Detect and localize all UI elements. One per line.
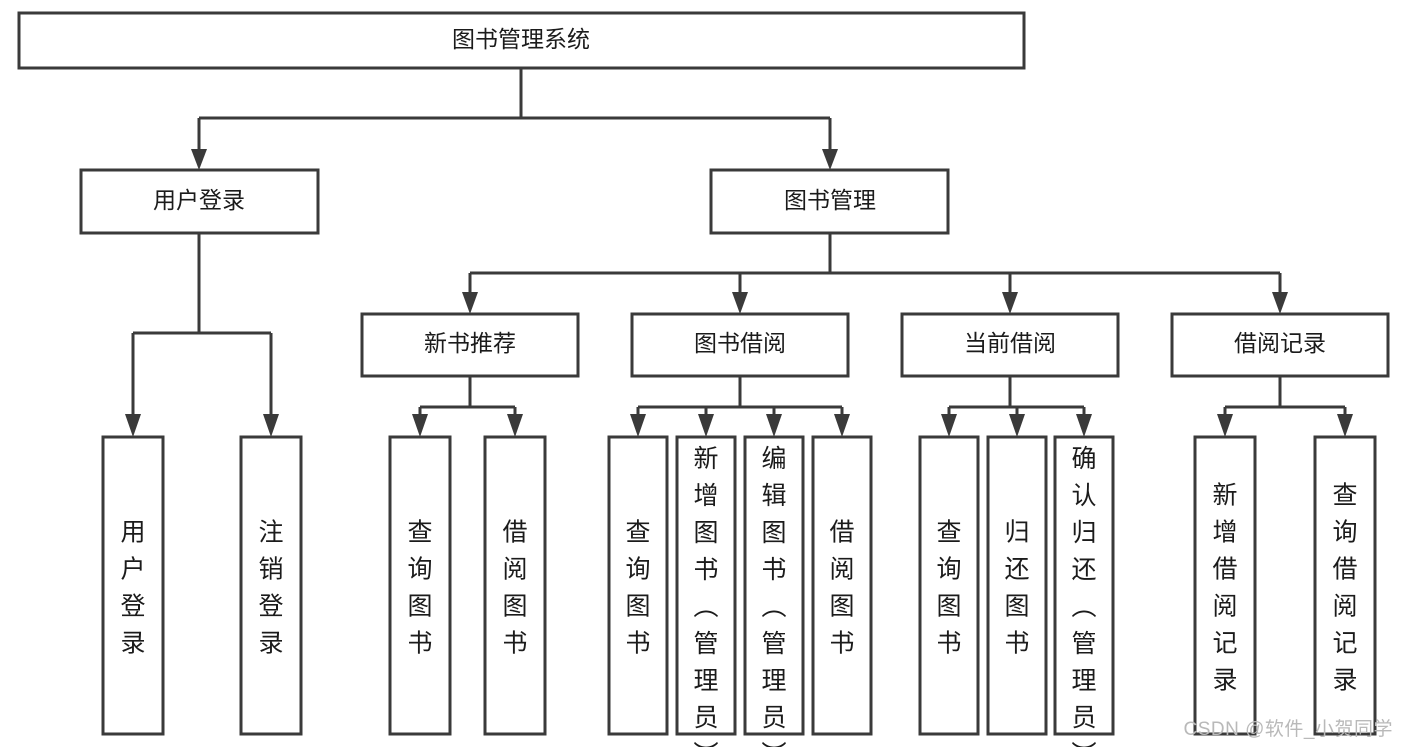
- node-root-rect[interactable]: [17, 11, 1026, 70]
- node-user-login-label: 用户登录: [153, 187, 245, 213]
- leaf-add-book-label: 新增图书︵管理员︶: [693, 445, 718, 747]
- connector-group-book-borrow: [630, 376, 850, 437]
- arrow-head-leaf-query-book-rec: [412, 414, 428, 437]
- arrow-head-new-book-rec: [462, 292, 478, 314]
- leaf-edit-book[interactable]: 编辑图书︵管理员︶: [743, 435, 805, 747]
- leaf-query-book-cur-rect[interactable]: [918, 435, 980, 736]
- leaf-query-book-rec[interactable]: 查询图书: [388, 435, 452, 736]
- leaf-query-book-rec-rect[interactable]: [388, 435, 452, 736]
- arrow-head-leaf-user-login: [125, 414, 141, 437]
- leaf-confirm-return-rect[interactable]: [1053, 435, 1115, 736]
- leaf-add-book[interactable]: 新增图书︵管理员︶: [675, 435, 737, 747]
- connector-group-book-manage: [462, 233, 1288, 314]
- leaf-logout-label: 注销登录: [258, 518, 283, 657]
- arrow-head-leaf-return-book: [1009, 414, 1025, 437]
- leaf-user-login-label: 用户登录: [120, 518, 145, 657]
- node-current-borrow-label: 当前借阅: [964, 330, 1056, 356]
- leaf-query-book-rect[interactable]: [607, 435, 669, 736]
- leaf-add-record[interactable]: 新增借阅记录: [1193, 435, 1257, 736]
- arrow-head-leaf-borrow-book-rec: [507, 414, 523, 437]
- leaf-query-book-label: 查询图书: [625, 518, 650, 657]
- leaf-query-record-label: 查询借阅记录: [1332, 481, 1357, 694]
- leaf-user-login-rect[interactable]: [101, 435, 165, 736]
- node-user-login-rect[interactable]: [79, 168, 320, 235]
- leaf-borrow-book-label: 借阅图书: [829, 518, 854, 657]
- connector-group-root: [191, 68, 838, 170]
- leaf-confirm-return[interactable]: 确认归还︵管理员︶: [1053, 435, 1115, 747]
- node-book-manage-label: 图书管理: [784, 187, 876, 213]
- node-borrow-record-label: 借阅记录: [1234, 330, 1326, 356]
- node-user-login[interactable]: 用户登录: [79, 168, 320, 235]
- leaf-node-layer: 用户登录 注销登录 查询图书 借阅图书 查询图书 新增图书︵管理员︶ 编辑图书︵管理员︶ 借阅…: [101, 435, 1377, 747]
- connector-group-borrow-record: [1217, 376, 1353, 437]
- arrow-head-book-borrow: [732, 292, 748, 314]
- arrow-head-leaf-logout: [263, 414, 279, 437]
- leaf-borrow-book-rec-rect[interactable]: [483, 435, 547, 736]
- leaf-query-book-rec-label: 查询图书: [407, 518, 432, 657]
- watermark-text: CSDN @软件_小贺同学: [1183, 719, 1393, 740]
- connector-group-current-borrow: [941, 376, 1092, 437]
- node-root[interactable]: 图书管理系统: [17, 11, 1026, 70]
- node-book-borrow-rect[interactable]: [630, 312, 850, 378]
- arrow-head-leaf-query-book: [630, 414, 646, 437]
- leaf-edit-book-label: 编辑图书︵管理员︶: [761, 445, 786, 747]
- arrow-head-leaf-borrow-book: [834, 414, 850, 437]
- node-current-borrow-rect[interactable]: [900, 312, 1120, 378]
- leaf-query-book-cur[interactable]: 查询图书: [918, 435, 980, 736]
- node-book-borrow-label: 图书借阅: [694, 330, 786, 356]
- node-borrow-record[interactable]: 借阅记录: [1170, 312, 1390, 378]
- node-book-manage[interactable]: 图书管理: [709, 168, 950, 235]
- node-current-borrow[interactable]: 当前借阅: [900, 312, 1120, 378]
- leaf-query-book-cur-label: 查询图书: [936, 518, 961, 657]
- node-new-book-rec-label: 新书推荐: [424, 330, 516, 356]
- arrow-head-leaf-confirm-return: [1076, 414, 1092, 437]
- arrow-head-leaf-query-record: [1337, 414, 1353, 437]
- leaf-borrow-book-rect[interactable]: [811, 435, 873, 736]
- leaf-add-record-rect[interactable]: [1193, 435, 1257, 736]
- node-new-book-rec[interactable]: 新书推荐: [360, 312, 580, 378]
- leaf-return-book-rect[interactable]: [986, 435, 1048, 736]
- connector-group-new-book-rec: [412, 376, 523, 437]
- node-book-manage-rect[interactable]: [709, 168, 950, 235]
- arrow-head-leaf-add-book: [698, 414, 714, 437]
- leaf-add-record-label: 新增借阅记录: [1212, 481, 1237, 694]
- leaf-user-login[interactable]: 用户登录: [101, 435, 165, 736]
- leaf-borrow-book[interactable]: 借阅图书: [811, 435, 873, 736]
- arrow-head-user-login: [191, 149, 207, 170]
- leaf-add-book-rect[interactable]: [675, 435, 737, 736]
- leaf-return-book-label: 归还图书: [1004, 518, 1029, 657]
- arrow-head-leaf-add-record: [1217, 414, 1233, 437]
- leaf-logout-rect[interactable]: [239, 435, 303, 736]
- connector-group-user-login: [125, 233, 279, 437]
- leaf-confirm-return-label: 确认归还︵管理员︶: [1071, 445, 1096, 747]
- arrow-head-leaf-edit-book: [766, 414, 782, 437]
- leaf-logout[interactable]: 注销登录: [239, 435, 303, 736]
- leaf-query-record[interactable]: 查询借阅记录: [1313, 435, 1377, 736]
- arrow-head-leaf-query-book-cur: [941, 414, 957, 437]
- arrow-head-current-borrow: [1002, 292, 1018, 314]
- node-borrow-record-rect[interactable]: [1170, 312, 1390, 378]
- node-book-borrow[interactable]: 图书借阅: [630, 312, 850, 378]
- leaf-query-book[interactable]: 查询图书: [607, 435, 669, 736]
- leaf-borrow-book-rec-label: 借阅图书: [502, 518, 527, 657]
- arrow-head-borrow-record: [1272, 292, 1288, 314]
- leaf-borrow-book-rec[interactable]: 借阅图书: [483, 435, 547, 736]
- leaf-query-record-rect[interactable]: [1313, 435, 1377, 736]
- arrow-head-book-manage: [822, 149, 838, 170]
- leaf-return-book[interactable]: 归还图书: [986, 435, 1048, 736]
- node-root-label: 图书管理系统: [452, 26, 590, 52]
- node-new-book-rec-rect[interactable]: [360, 312, 580, 378]
- leaf-edit-book-rect[interactable]: [743, 435, 805, 736]
